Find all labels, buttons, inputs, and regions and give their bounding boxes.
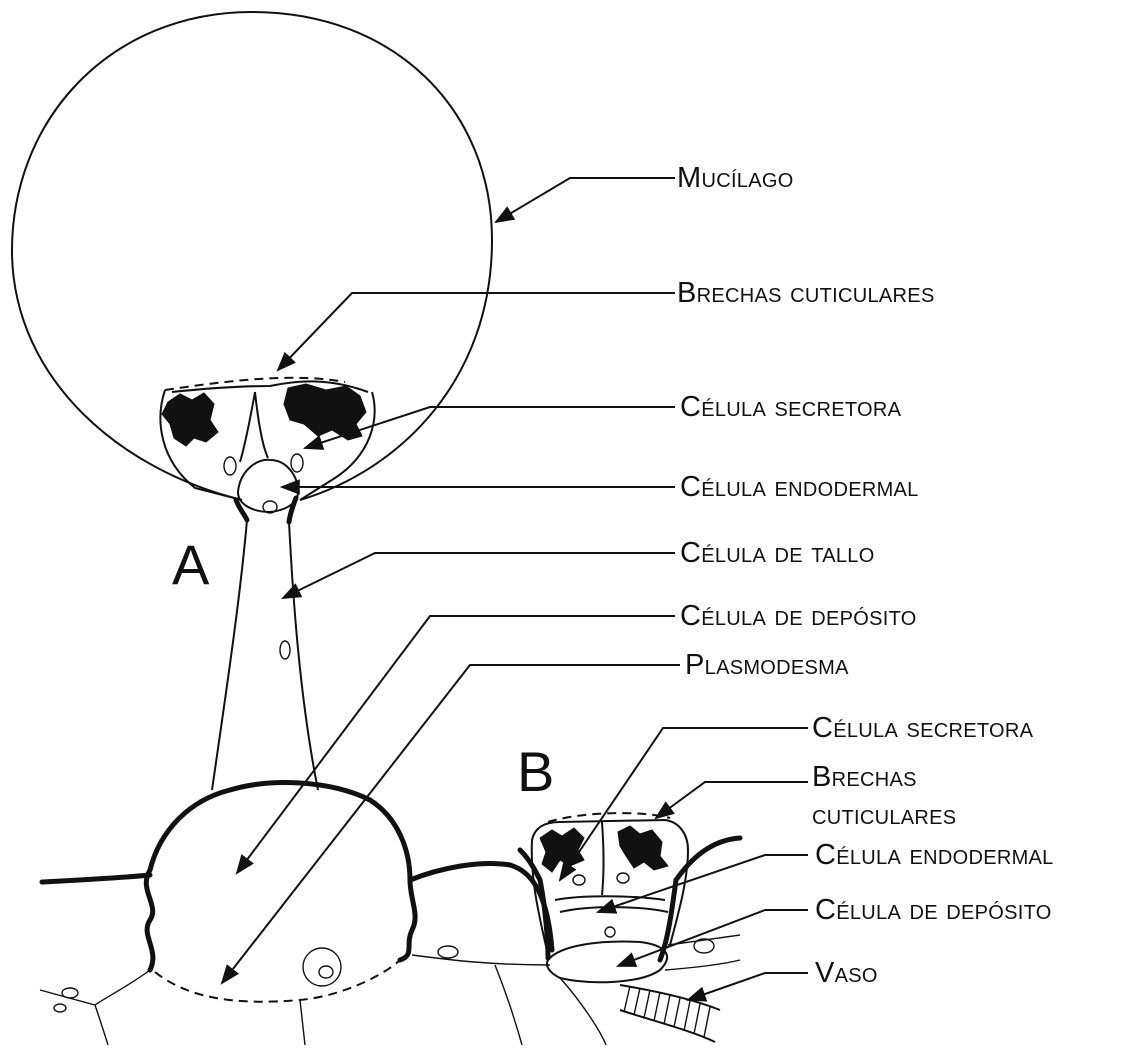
label-vaso: Vaso [815,959,878,988]
leader-tallo [283,553,675,598]
label-celula-de-deposito-b: Célula de depósito [815,896,1052,925]
secretory-cell-content-left [162,393,218,446]
leader-vaso [688,973,808,1000]
label-celula-de-deposito-a: Célula de depósito [680,602,917,631]
label-brechas-b-line1: Brechas [812,763,917,792]
leader-deposito-b [618,910,808,966]
leader-endodermal-b [598,855,808,912]
leader-deposito-a [237,616,675,873]
leader-brechas-a [278,293,675,370]
label-celula-secretora-a: Célula secretora [680,393,901,422]
deposit-cell-a [146,783,415,970]
figure-b-drawing [520,813,740,1045]
label-celula-endodermal-b: Célula endodermal [815,841,1054,870]
label-brechas-b-line2: cuticulares [812,801,956,830]
leader-brechas-b [656,782,808,818]
label-celula-endodermal-a: Célula endodermal [680,473,919,502]
leader-mucilago [496,178,675,222]
leader-plasmodesma [222,665,680,983]
label-plasmodesma: Plasmodesma [685,651,849,680]
label-mucilago: Mucílago [677,164,794,193]
deposit-cell-b [547,942,667,983]
figure-b-letter: B [517,744,554,800]
label-brechas-cuticulares-a: Brechas cuticulares [677,279,935,308]
label-celula-secretora-b: Célula secretora [812,714,1033,743]
figure-a-drawing [12,12,552,1045]
leader-secretora-b [560,728,808,880]
mucilage-sphere [12,12,492,500]
plasmodesma-dashed [155,960,400,1002]
endodermal-cell-a [238,460,298,512]
secretory-cell-divider-a [240,392,268,462]
figure-a-letter: A [172,537,209,593]
stalk-cell [212,520,318,790]
label-celula-de-tallo: Célula de tallo [680,539,875,568]
